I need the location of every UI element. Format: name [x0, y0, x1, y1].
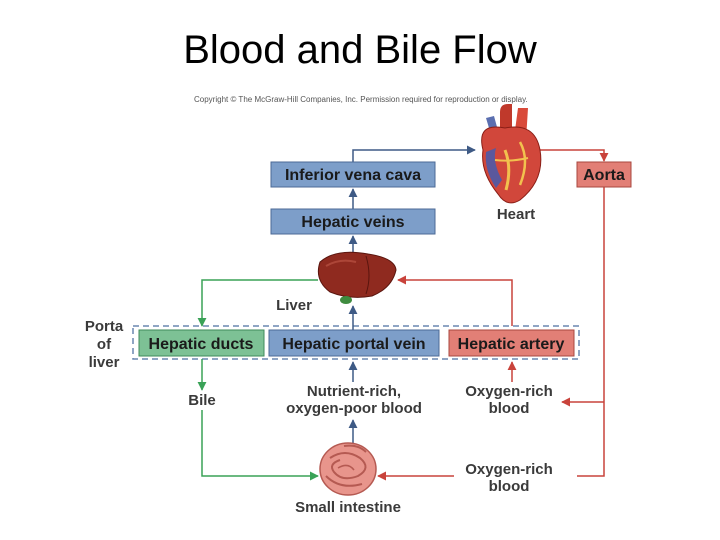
heart-label: Heart — [497, 206, 535, 223]
heart-to-aorta-arrow — [538, 149, 609, 162]
hepatic-artery-box: Hepatic artery — [448, 329, 575, 357]
inferior-vena-cava-label: Inferior vena cava — [285, 167, 421, 184]
liver-label: Liver — [276, 297, 312, 314]
hepatic-ducts-box: Hepatic ducts — [138, 329, 265, 357]
aorta-label: Aorta — [583, 167, 625, 184]
small-intestine-icon — [319, 442, 377, 496]
small-intestine-label: Small intestine — [295, 499, 401, 516]
vena-cava-to-heart-arrow — [352, 145, 476, 162]
oxygen-rich-lower-line2: blood — [489, 478, 530, 495]
hepatic-portal-vein-box: Hepatic portal vein — [268, 329, 440, 357]
hepatic-artery-label: Hepatic artery — [458, 336, 565, 353]
porta-of-liver-region — [132, 325, 580, 360]
inferior-vena-cava-box: Inferior vena cava — [270, 161, 436, 188]
aorta-box: Aorta — [576, 161, 632, 188]
porta-liver-label: liver — [89, 354, 120, 371]
hepatic-portal-vein-label: Hepatic portal vein — [282, 336, 425, 353]
heart-icon — [481, 104, 542, 204]
oxygen-rich-lower-line1: Oxygen-rich — [465, 461, 553, 478]
porta-label: Porta — [85, 318, 124, 335]
oxygen-rich-upper-line1: Oxygen-rich — [465, 383, 553, 400]
porta-of-label: of — [97, 336, 112, 353]
nutrient-rich-label-line2: oxygen-poor blood — [286, 400, 422, 417]
bile-to-intestine-arrow — [201, 410, 319, 481]
hepatic-veins-label: Hepatic veins — [301, 214, 404, 231]
nutrient-rich-label-line1: Nutrient-rich, — [307, 383, 401, 400]
liver-icon — [317, 251, 397, 304]
copyright-notice: Copyright © The McGraw-Hill Companies, I… — [194, 95, 528, 104]
hepatic-ducts-label: Hepatic ducts — [149, 336, 254, 353]
aorta-main-line — [577, 187, 605, 477]
hepatic-veins-box: Hepatic veins — [270, 208, 436, 235]
liver-to-hepatic-ducts-arrow — [197, 279, 318, 327]
page-title: Blood and Bile Flow — [183, 28, 537, 72]
hepatic-artery-to-liver-arrow — [397, 275, 513, 326]
bile-label: Bile — [188, 392, 216, 409]
oxygen-rich-upper-line2: blood — [489, 400, 530, 417]
